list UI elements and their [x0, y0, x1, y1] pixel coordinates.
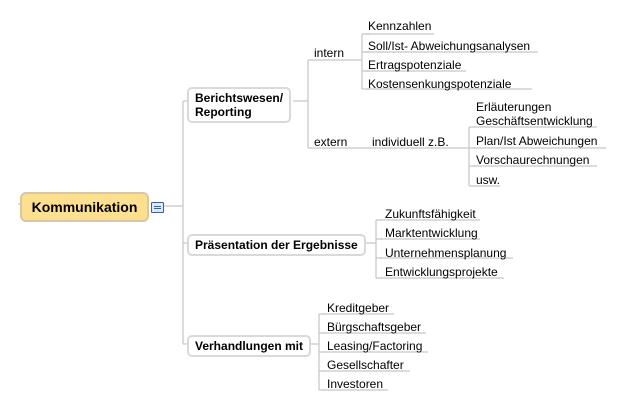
node-unternehmensplanung[interactable]: Unternehmensplanung: [385, 246, 507, 260]
node-kreditgeber[interactable]: Kreditgeber: [327, 301, 390, 315]
branch-berichtswesen[interactable]: Berichtswesen/ Reporting: [187, 87, 292, 123]
node-vorschau[interactable]: Vorschaurechnungen: [476, 153, 590, 167]
node-zukunft[interactable]: Zukunftsfähigkeit: [385, 207, 476, 221]
node-erlaeuterungen[interactable]: Erläuterungen Geschäftsentwicklung: [476, 100, 593, 128]
node-kostensenkung[interactable]: Kostensenkungspotenziale: [368, 77, 512, 91]
node-leasing[interactable]: Leasing/Factoring: [327, 339, 423, 353]
node-investoren[interactable]: Investoren: [327, 377, 384, 391]
root-node[interactable]: Kommunikation: [20, 192, 149, 222]
branch-praesentation[interactable]: Präsentation der Ergebnisse: [187, 234, 366, 256]
branch-verhandlungen[interactable]: Verhandlungen mit: [187, 335, 312, 357]
note-icon[interactable]: [151, 202, 164, 213]
node-gesellschafter[interactable]: Gesellschafter: [327, 358, 404, 372]
node-usw[interactable]: usw.: [476, 173, 501, 187]
node-individuell[interactable]: individuell z.B.: [372, 135, 449, 149]
node-plan-ist[interactable]: Plan/Ist Abweichungen: [476, 134, 598, 148]
node-soll-ist[interactable]: Soll/Ist- Abweichungsanalysen: [368, 39, 531, 53]
node-intern[interactable]: intern: [314, 46, 345, 60]
node-entwicklungsprojekte[interactable]: Entwicklungsprojekte: [385, 265, 498, 279]
node-ertragspotenziale[interactable]: Ertragspotenziale: [368, 58, 462, 72]
node-kennzahlen[interactable]: Kennzahlen: [368, 19, 432, 33]
node-extern[interactable]: extern: [314, 135, 348, 149]
node-buergschaft[interactable]: Bürgschaftsgeber: [327, 320, 422, 334]
node-markt[interactable]: Marktentwicklung: [385, 226, 478, 240]
